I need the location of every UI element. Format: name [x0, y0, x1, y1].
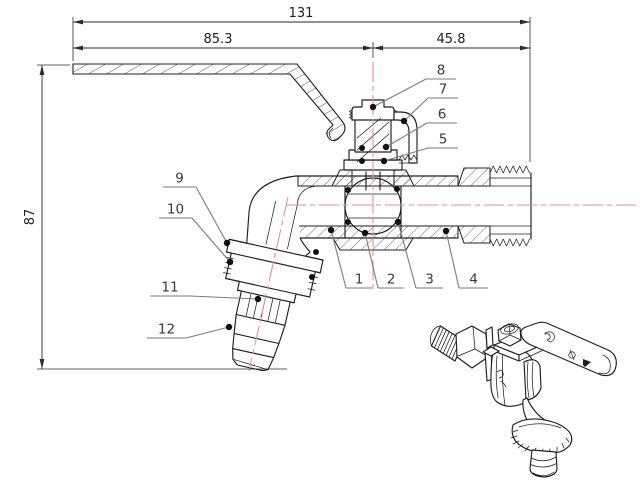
callout-dot-2	[361, 229, 369, 237]
callout-dot-5	[380, 157, 388, 165]
callout-dot-8	[369, 103, 377, 111]
dim-text-overall-height: 87	[23, 209, 38, 226]
handle-section	[72, 63, 346, 142]
oring-dots-layer	[309, 145, 400, 280]
part-number-1: 1	[355, 272, 364, 288]
hex-boss-bottom	[457, 225, 491, 244]
iso-lever	[520, 321, 617, 377]
spout-centerline	[248, 196, 289, 372]
part-number-9: 9	[175, 171, 184, 187]
callout-leader-10	[191, 217, 231, 263]
callout-dot-6	[382, 143, 390, 151]
oring-dot-0	[359, 145, 365, 151]
callout-dot-11	[254, 295, 262, 303]
valve-body-section	[295, 165, 532, 251]
male-thread	[489, 165, 532, 247]
part-number-5: 5	[439, 132, 448, 148]
iso-hose-barb	[529, 449, 558, 478]
iso-lever-engraving	[568, 351, 576, 359]
part-number-4: 4	[469, 272, 478, 288]
callout-leader-6	[385, 122, 428, 148]
callout-dot-3	[394, 218, 402, 226]
part-number-6: 6	[438, 107, 447, 123]
dim-text-upper-left: 85.3	[204, 32, 233, 47]
iso-knurl-ring	[510, 418, 573, 455]
spring-washer	[398, 154, 418, 161]
oring-dot-2	[345, 187, 351, 193]
part-number-12: 12	[158, 322, 175, 338]
iso-inlet-thread	[430, 325, 465, 362]
callout-leader-3	[397, 221, 417, 289]
iso-lever-hang-hole	[544, 331, 555, 343]
part-number-7: 7	[439, 82, 448, 98]
oring-dot-1	[359, 158, 365, 164]
iso-lever-logo	[583, 359, 591, 367]
callout-dot-12	[225, 323, 233, 331]
oring-dot-5	[313, 249, 319, 255]
callout-dot-1	[327, 226, 335, 234]
callout-leader-7	[403, 97, 429, 122]
callout-leader-12	[185, 326, 230, 339]
callout-dot-10	[226, 258, 234, 266]
callout-leader-11	[189, 295, 259, 300]
dim-text-overall-width: 131	[289, 6, 314, 21]
iso-body-stamp	[496, 369, 507, 388]
part-number-10: 10	[167, 202, 184, 218]
spout-section	[223, 175, 324, 372]
oring-dot-4	[394, 186, 400, 192]
bonnet-base-right	[393, 169, 415, 187]
dimension-overall-height: 87	[23, 65, 45, 369]
callout-leader-1	[330, 229, 347, 289]
centerlines	[248, 62, 637, 372]
iso-side-boss	[482, 346, 500, 357]
callout-leader-4	[445, 230, 460, 289]
part-number-11: 11	[161, 280, 178, 296]
callout-dot-9	[223, 239, 231, 247]
callout-dot-4	[442, 227, 450, 235]
iso-view	[430, 321, 617, 478]
spout-outline	[225, 175, 324, 372]
dimension-upper-left: 85.3	[73, 32, 373, 51]
callout-leader-5	[383, 147, 429, 162]
handle-curl	[329, 127, 334, 139]
hex-boss-top	[457, 167, 491, 187]
oring-dot-3	[345, 219, 351, 225]
part-number-2: 2	[387, 272, 396, 288]
callout-leader-8	[372, 78, 427, 108]
dimension-overall-width: 131	[73, 6, 530, 25]
dim-text-upper-right: 45.8	[437, 32, 466, 47]
part-number-3: 3	[425, 272, 434, 288]
callout-dot-7	[400, 117, 408, 125]
callout-leader-2	[364, 232, 379, 289]
dimension-layer: 131 85.3 45.8 87	[23, 6, 531, 370]
oring-dot-6	[309, 274, 315, 280]
dimension-upper-right: 45.8	[373, 32, 530, 51]
callout-leader-9	[195, 186, 228, 244]
iso-hex-nut	[455, 325, 489, 369]
part-number-8: 8	[437, 63, 446, 79]
iso-stem-bolt	[497, 323, 522, 347]
